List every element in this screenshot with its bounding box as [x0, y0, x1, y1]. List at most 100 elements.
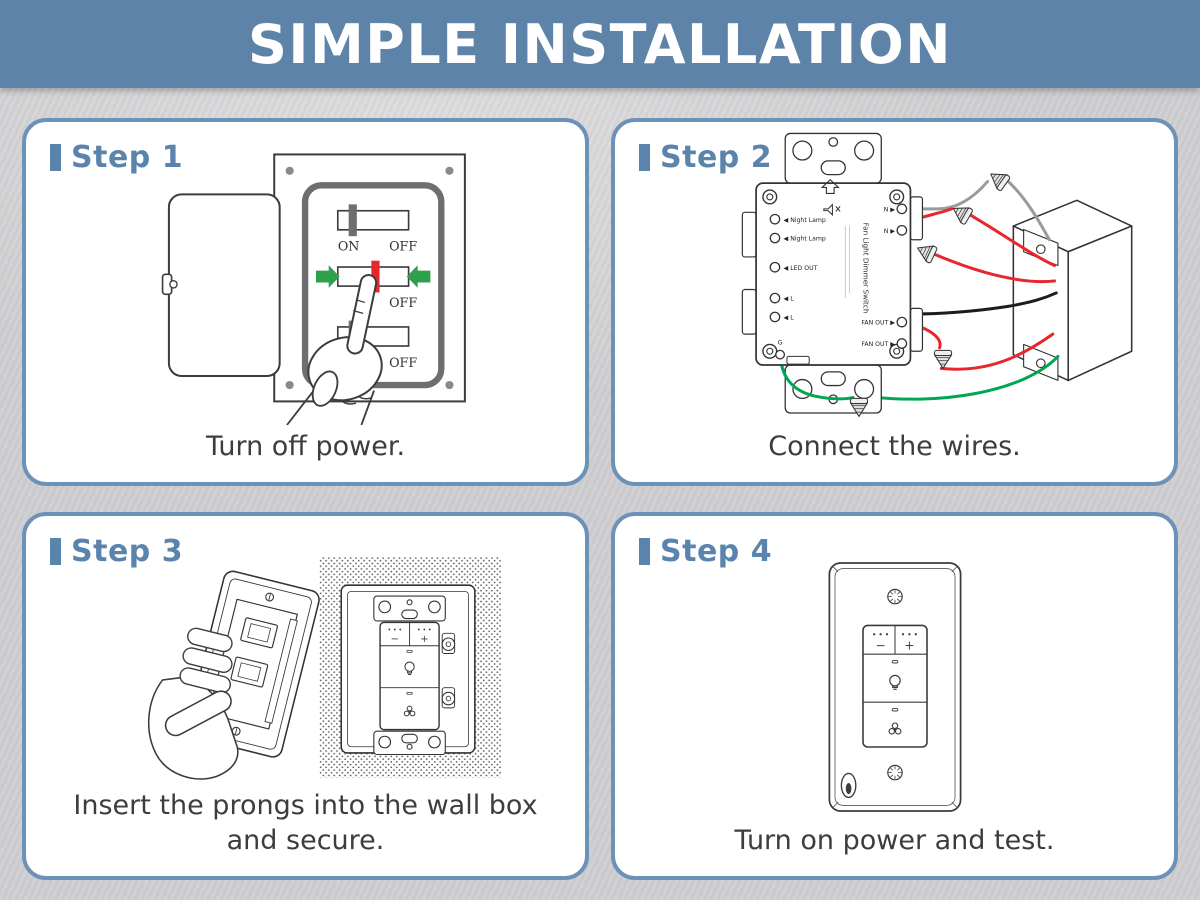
- fan-minus-button: −: [391, 634, 399, 645]
- step-1-header: Step 1: [50, 140, 183, 175]
- fan-speed-dots: [872, 632, 917, 636]
- step-2-illustration-wrap: Fan Light Dimmer Switch ◀ Night Lamp ◀ N…: [615, 122, 1174, 425]
- wire-nut-icon: [984, 166, 1011, 192]
- step-4-panel: Step 4: [611, 512, 1178, 880]
- pointing-hand-illustration: [285, 273, 383, 425]
- screw-rosette-icon: [886, 588, 903, 605]
- step-marker-bar: [50, 144, 61, 171]
- green-arrow-left-icon: [406, 265, 430, 288]
- wall-box: [1012, 199, 1132, 382]
- step-2-header: Step 2: [639, 140, 772, 175]
- breaker-panel-illustration: ON OFF OFF OFF: [161, 153, 466, 425]
- step-4-illustration-wrap: − +: [615, 516, 1174, 819]
- steps-grid: Step 1 ON OFF: [0, 88, 1200, 880]
- breaker-door: [161, 193, 281, 377]
- left-terminals: [769, 213, 780, 323]
- holding-hand-illustration: [147, 627, 239, 780]
- step-3-panel: Step 3: [22, 512, 589, 880]
- buzzer-mute-icon: [822, 203, 841, 217]
- header-banner: SIMPLE INSTALLATION: [0, 0, 1200, 88]
- red-toggle: [370, 260, 380, 293]
- dimmer-switch-body: Fan Light Dimmer Switch ◀ Night Lamp ◀ N…: [754, 178, 911, 366]
- fan-plus-button: +: [420, 634, 428, 645]
- step-marker-bar: [639, 144, 650, 171]
- light-indicator: [406, 649, 413, 653]
- fan-indicator: [406, 691, 413, 695]
- breaker-row-2: OFF: [315, 260, 430, 310]
- step-1-panel: Step 1 ON OFF: [22, 118, 589, 486]
- breaker-on-label: ON: [337, 239, 359, 254]
- step-1-caption: Turn off power.: [205, 430, 406, 462]
- breaker-row-1: ON OFF: [336, 204, 417, 254]
- switch-in-box: − +: [373, 595, 456, 755]
- step-marker-bar: [639, 538, 650, 565]
- finished-switch-illustration: − +: [828, 562, 961, 812]
- step-2-caption: Connect the wires.: [768, 430, 1021, 462]
- ground-terminal: [774, 349, 785, 360]
- terminal-label: ◀ LED OUT: [783, 265, 817, 272]
- terminal-label: N ▶: [883, 228, 895, 235]
- ground-wire: [860, 354, 1059, 401]
- step-2-panel: Step 2: [611, 118, 1178, 486]
- step-4-header: Step 4: [639, 534, 772, 569]
- wiring-diagram-illustration: Fan Light Dimmer Switch ◀ Night Lamp ◀ N…: [741, 132, 1132, 417]
- night-lamp-wire: [966, 212, 1056, 267]
- step-4-label: Step 4: [660, 534, 773, 569]
- night-light-window: [840, 772, 856, 798]
- fan-plus-button: +: [904, 638, 914, 652]
- terminal-label: ◀ Night Lamp: [783, 217, 825, 224]
- step-1-illustration-wrap: ON OFF OFF OFF: [26, 122, 585, 425]
- breaker-box-screws: [285, 166, 454, 390]
- step-3-illustration-wrap: − +: [26, 516, 585, 784]
- ground-wire: [778, 353, 854, 401]
- neutral-wire: [905, 179, 989, 211]
- fan-speed-dots: [388, 628, 431, 631]
- ground-label: G: [777, 338, 782, 346]
- wire-nut-icon: [849, 397, 868, 417]
- ground-clamp: [785, 355, 810, 365]
- right-terminal-labels: N ▶ N ▶ FAN OUT ▶ FAN OUT ▶: [861, 206, 895, 348]
- green-arrow-right-icon: [315, 265, 340, 288]
- switch-prongs: [230, 617, 278, 688]
- breaker-off-label: OFF: [389, 295, 417, 310]
- terminal-label: ◀ L: [783, 314, 794, 321]
- terminal-label: N ▶: [883, 206, 895, 213]
- step-1-label: Step 1: [71, 140, 184, 175]
- fine-print-lines: [844, 225, 850, 298]
- step-3-caption: Insert the prongs into the wall box and …: [73, 789, 538, 856]
- bottom-strap: [373, 730, 446, 755]
- side-terminal-screws: [441, 632, 456, 709]
- insert-switch-illustration: − +: [147, 557, 502, 780]
- side-brackets: [741, 196, 923, 352]
- step-4-caption: Turn on power and test.: [734, 824, 1055, 856]
- step-3-label: Step 3: [71, 534, 184, 569]
- breaker-toggle: [348, 204, 357, 237]
- load-arrow-icon: [820, 178, 840, 194]
- terminal-label: FAN OUT ▶: [861, 341, 895, 348]
- light-indicator: [891, 660, 898, 664]
- top-mounting-strap: [784, 132, 882, 184]
- fan-minus-button: −: [875, 638, 885, 652]
- terminal-label: FAN OUT ▶: [861, 320, 895, 327]
- step-marker-bar: [50, 538, 61, 565]
- breaker-off-label: OFF: [389, 239, 417, 254]
- top-strap: [373, 595, 446, 622]
- step-3-header: Step 3: [50, 534, 183, 569]
- fan-indicator: [891, 708, 898, 712]
- wire-nut-icon: [912, 239, 938, 264]
- breaker-off-label: OFF: [389, 355, 417, 370]
- page-title: SIMPLE INSTALLATION: [248, 12, 952, 76]
- step-2-label: Step 2: [660, 140, 773, 175]
- fan-out-wire: [939, 332, 1054, 371]
- switch-module: [379, 621, 440, 731]
- wire-nut-icon: [933, 349, 952, 369]
- led-out-wire: [930, 251, 1056, 283]
- device-vertical-label: Fan Light Dimmer Switch: [861, 223, 870, 314]
- neutral-wire: [1004, 178, 1051, 242]
- switch-keypad: − +: [861, 624, 928, 748]
- screw-rosette-icon: [886, 764, 903, 781]
- terminal-label: ◀ L: [783, 296, 794, 303]
- left-terminal-labels: ◀ Night Lamp ◀ Night Lamp ◀ LED OUT ◀ L …: [783, 217, 825, 322]
- corner-ticks: [831, 565, 958, 808]
- terminal-label: ◀ Night Lamp: [783, 236, 825, 243]
